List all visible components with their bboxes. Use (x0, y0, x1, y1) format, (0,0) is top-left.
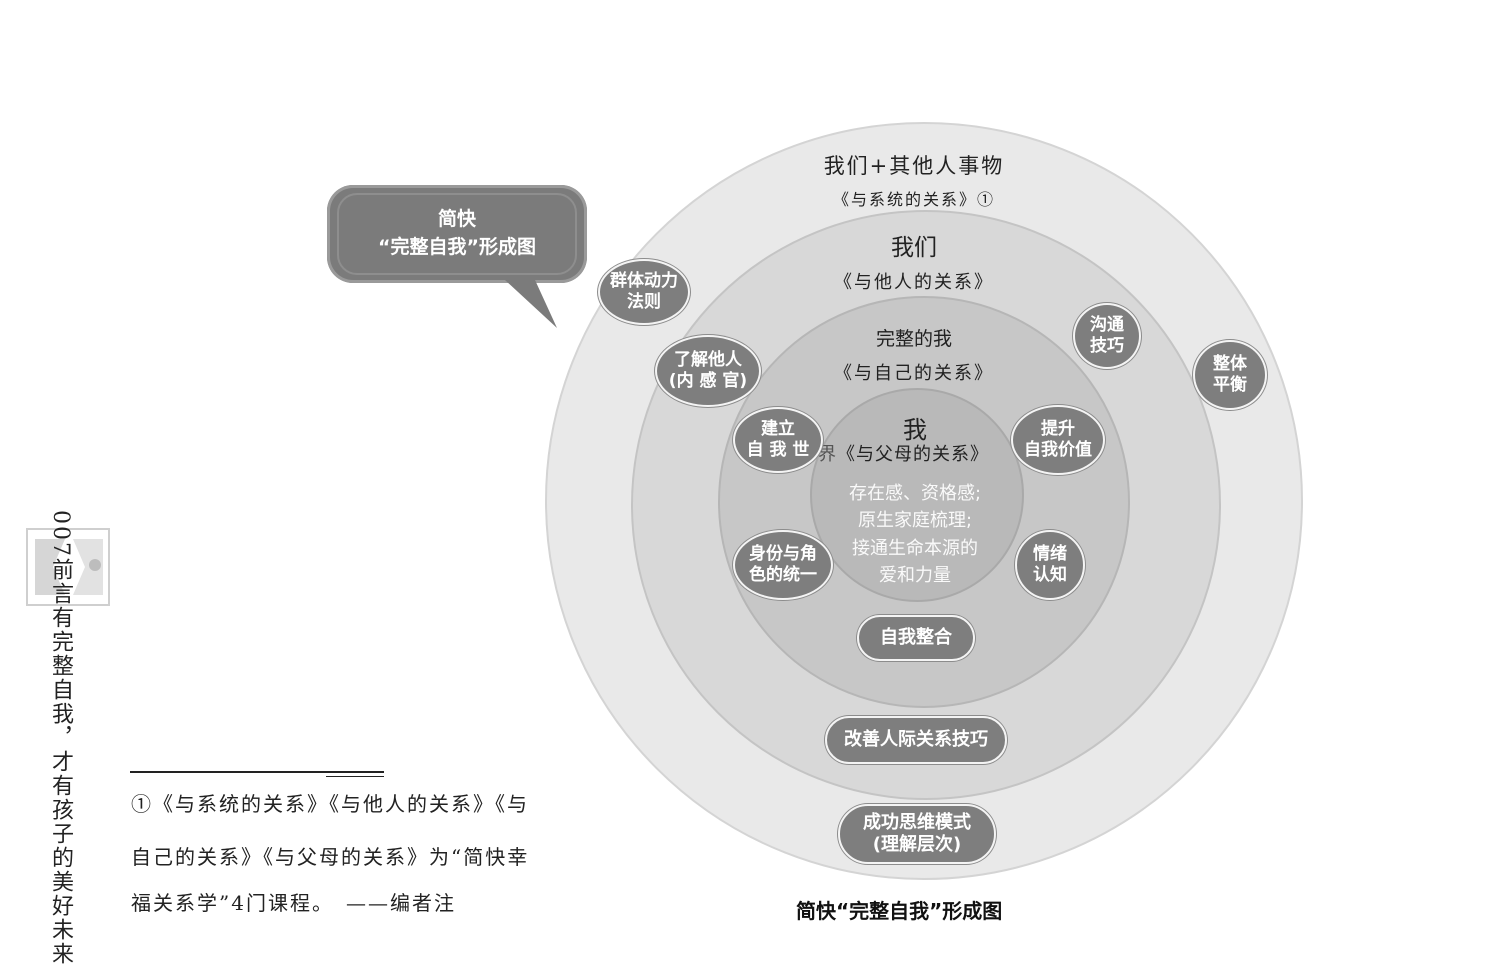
page-number: 007 (48, 510, 73, 558)
ring-core-subtitle-prefix: 界 (818, 444, 837, 465)
badge-identity: 身份与角 色的统一 (733, 530, 833, 600)
core-body-line: 原生家庭梳理; (857, 510, 973, 532)
badge-line: 沟通 (1090, 314, 1124, 335)
ring-core-label: 我 (790, 410, 1040, 445)
running-header-text: 前言有完整自我，才有孩子的美好未来 (48, 558, 73, 966)
footnote-line3: 福关系学”4门课程。 ——编者注 (131, 891, 456, 915)
badge-line: 法则 (627, 292, 661, 312)
badge-communication: 沟通 技巧 (1073, 303, 1141, 369)
ring-others-subtitle: 《与他人的关系》 (834, 272, 994, 293)
badge-line: 技巧 (1090, 336, 1124, 356)
figure-caption: 简快“完整自我”形成图 (796, 899, 1003, 923)
ring-core-title: 我 (903, 416, 927, 444)
badge-line: 自我价值 (1024, 440, 1092, 460)
callout-line1: 简快 (437, 208, 476, 231)
footnote-rule-accent (326, 776, 384, 777)
badge-line: 提升 (1041, 418, 1075, 439)
badge-line: (理解层次) (872, 834, 962, 855)
callout-tail (505, 280, 557, 328)
callout-line2: “完整自我”形成图 (378, 236, 536, 258)
callout-bubble: 简快 “完整自我”形成图 (327, 185, 587, 283)
footnote-rule (130, 771, 384, 773)
badge-raise-value: 提升 自我价值 (1011, 405, 1105, 475)
badge-line: 身份与角 (749, 543, 817, 564)
ring-core-body: 存在感、资格感; 原生家庭梳理; 接通生命本源的 爱和力量 (820, 480, 1010, 589)
badge-emotion: 情绪 认知 (1015, 530, 1085, 600)
badge-group-dynamics: 群体动力 法则 (598, 259, 690, 325)
badge-line: 成功思维模式 (863, 811, 971, 833)
core-body-line: 爱和力量 (879, 565, 951, 587)
badge-integration: 自我整合 (857, 615, 975, 661)
ring-self-title: 完整的我 (875, 328, 952, 350)
badge-balance: 整体 平衡 (1193, 340, 1267, 410)
book-logo-icon (26, 528, 110, 606)
ring-others-title: 我们 (891, 235, 937, 261)
badge-line: 认知 (1033, 565, 1067, 585)
badge-line: (内 感 官) (668, 371, 748, 391)
badge-line: 自我整合 (880, 626, 952, 648)
ring-system-label: 我们+其他人事物 《与系统的关系》① (774, 150, 1054, 210)
badge-success-thinking: 成功思维模式 (理解层次) (838, 804, 996, 864)
badge-line: 群体动力 (610, 270, 678, 291)
ring-core-subtitle: 《与父母的关系》 (837, 444, 989, 465)
badge-interpersonal: 改善人际关系技巧 (825, 716, 1007, 764)
ring-others-label: 我们 《与他人的关系》 (774, 228, 1054, 294)
badge-line: 了解他人 (674, 349, 742, 370)
core-body-line: 存在感、资格感; (848, 483, 982, 504)
badge-understand-others: 了解他人 (内 感 官) (655, 335, 761, 407)
running-header: 007前言有完整自我，才有孩子的美好未来 (44, 510, 76, 966)
badge-line: 自 我 世 (746, 440, 810, 460)
badge-line: 建立 (761, 418, 795, 439)
footnote-line1: ①《与系统的关系》《与他人的关系》《与 (131, 792, 529, 816)
badge-line: 改善人际关系技巧 (844, 728, 988, 750)
badge-line: 整体 (1213, 353, 1247, 374)
ring-core (810, 388, 1024, 602)
ring-self-subtitle: 《与自己的关系》 (834, 363, 994, 384)
badge-build-world: 建立 自 我 世 (733, 407, 823, 473)
ring-core-subtitle-row: 界《与父母的关系》 (818, 440, 989, 466)
badge-line: 色的统一 (749, 565, 817, 585)
badge-line: 平衡 (1213, 375, 1247, 395)
ring-self-label: 完整的我 《与自己的关系》 (774, 324, 1054, 385)
core-body-line: 接通生命本源的 (852, 537, 978, 559)
ring-system-subtitle: 《与系统的关系》① (832, 190, 995, 209)
badge-line: 情绪 (1033, 543, 1067, 564)
footnote-line2: 自己的关系》《与父母的关系》为“简快幸 (131, 845, 530, 869)
ring-system-title: 我们+其他人事物 (823, 154, 1005, 178)
